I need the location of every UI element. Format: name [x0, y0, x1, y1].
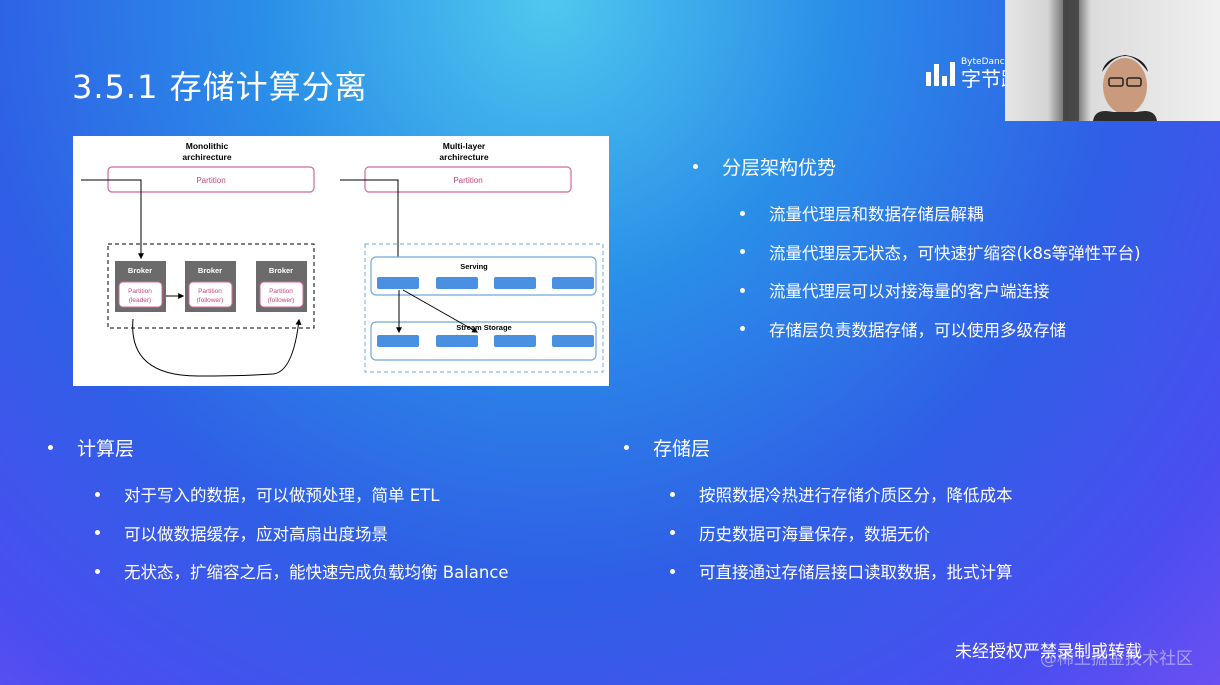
- list-item: 流量代理层无状态，可快速扩缩容(k8s等弹性平台): [740, 233, 1141, 272]
- bullet-icon: [670, 568, 675, 574]
- list-item: 按照数据冷热进行存储介质区分，降低成本: [670, 475, 1013, 514]
- bullet-icon: [740, 249, 745, 255]
- list-item: 历史数据可海量保存，数据无价: [670, 514, 1013, 553]
- bullet-icon: [740, 210, 745, 216]
- bullet-icon: [624, 445, 629, 450]
- webcam-video: [1005, 0, 1220, 121]
- left-title-line2: archirecture: [182, 152, 231, 162]
- broker-3-label: Broker: [269, 266, 293, 275]
- list-item: 无状态，扩缩容之后，能快速完成负载均衡 Balance: [95, 552, 509, 591]
- broker-2-label: Broker: [198, 266, 222, 275]
- list-item: 可直接通过存储层接口读取数据，批式计算: [670, 552, 1013, 591]
- svg-text:(follower): (follower): [268, 297, 295, 304]
- svg-text:Partition: Partition: [128, 288, 152, 295]
- serving-box: [370, 256, 597, 296]
- compute-list: 对于写入的数据，可以做预处理，简单 ETL 可以做数据缓存，应对高扇出度场景 无…: [95, 475, 509, 591]
- slide-title: 3.5.1 存储计算分离: [72, 68, 368, 106]
- list-item: 流量代理层和数据存储层解耦: [740, 194, 1141, 233]
- bullet-icon: [670, 530, 675, 536]
- svg-text:Partition: Partition: [198, 288, 222, 295]
- bullet-icon: [48, 445, 53, 450]
- bullet-icon: [95, 491, 100, 497]
- stream-storage-box: [370, 321, 597, 361]
- bullet-icon: [740, 287, 745, 293]
- juejin-watermark: @稀土掘金技术社区: [1040, 649, 1193, 669]
- svg-text:(follower): (follower): [197, 297, 224, 304]
- broker-1-label: Broker: [128, 266, 152, 275]
- list-item: 存储层负责数据存储，可以使用多级存储: [740, 310, 1141, 349]
- multi-layer-group: [364, 243, 604, 373]
- compute-heading: 计算层: [48, 434, 134, 461]
- list-item: 流量代理层可以对接海量的客户端连接: [740, 271, 1141, 310]
- right-list: 流量代理层和数据存储层解耦 流量代理层无状态，可快速扩缩容(k8s等弹性平台) …: [740, 194, 1141, 348]
- list-item: 可以做数据缓存，应对高扇出度场景: [95, 514, 509, 553]
- right-title-line2: archirecture: [439, 152, 488, 162]
- bullet-icon: [95, 568, 100, 574]
- storage-list: 按照数据冷热进行存储介质区分，降低成本 历史数据可海量保存，数据无价 可直接通过…: [670, 475, 1013, 591]
- svg-text:Partition: Partition: [269, 288, 293, 295]
- serving-label: Serving: [460, 262, 488, 271]
- broker-group: [107, 243, 315, 329]
- left-partition-label: Partition: [196, 176, 225, 185]
- left-title-line1: Monolithic: [186, 141, 229, 151]
- right-partition-label: Partition: [453, 176, 482, 185]
- storage-heading: 存储层: [624, 434, 710, 461]
- architecture-diagram: Monolithic archirecture Partition Broker…: [73, 136, 609, 386]
- bullet-icon: [740, 326, 745, 332]
- bullet-icon: [95, 530, 100, 536]
- svg-text:(leader): (leader): [129, 297, 151, 304]
- bullet-icon: [670, 491, 675, 497]
- right-list-heading: 分层架构优势: [693, 153, 836, 180]
- copyright-watermark: 未经授权严禁录制或转载: [955, 642, 1142, 662]
- right-title-line1: Multi-layer: [443, 141, 486, 151]
- bytedance-logo-icon: [926, 61, 955, 86]
- list-item: 对于写入的数据，可以做预处理，简单 ETL: [95, 475, 509, 514]
- bullet-icon: [693, 164, 698, 169]
- stream-storage-label: Stream Storage: [456, 323, 511, 332]
- logo-text-en: ByteDance: [961, 57, 1011, 67]
